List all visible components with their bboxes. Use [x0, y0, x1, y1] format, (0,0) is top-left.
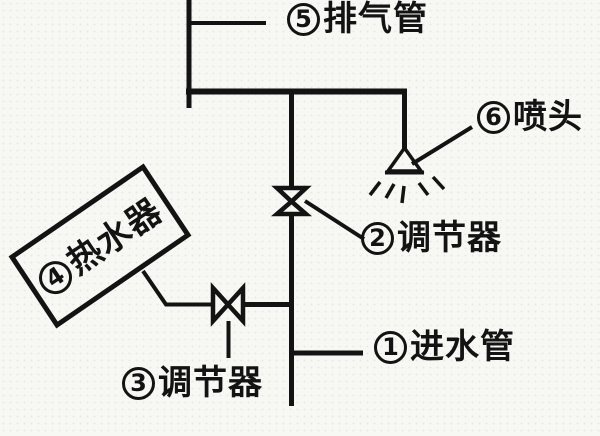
spray-dash-icon — [431, 175, 446, 191]
label-regulator-upper-text: 调节器 — [397, 218, 502, 258]
label-regulator-lower-text: 调节器 — [158, 363, 263, 403]
spray-dash-icon — [384, 183, 396, 199]
label-exhaust-pipe-text: 排气管 — [323, 0, 428, 39]
label-spray-head-text: 喷头 — [513, 97, 583, 137]
circled-number-1: 1 — [374, 330, 407, 364]
label-inlet-pipe-text: 进水管 — [410, 327, 515, 367]
regulator3-valve-icon — [224, 282, 246, 327]
label-spray-head: 6 喷头 — [477, 100, 583, 134]
spray-dash-icon — [400, 185, 406, 204]
circled-number-2: 2 — [361, 221, 394, 255]
heater-connector-pipe — [141, 269, 213, 307]
regulator2-pointer-line — [303, 199, 366, 241]
regulator2-valve-icon — [270, 198, 313, 217]
circled-number-5: 5 — [287, 2, 320, 36]
label-regulator-lower: 3 调节器 — [122, 366, 263, 400]
spray-head-pointer-line — [410, 125, 474, 166]
water-heater-box — [8, 163, 192, 329]
circled-number-6: 6 — [477, 100, 510, 134]
circled-number-3: 3 — [122, 366, 155, 400]
label-exhaust-pipe: 5 排气管 — [287, 2, 428, 36]
regulator2-valve-icon — [271, 185, 312, 205]
spray-dash-icon — [417, 181, 430, 197]
label-inlet-pipe: 1 进水管 — [374, 330, 515, 364]
regulator3-valve-icon — [210, 282, 232, 327]
label-regulator-upper: 2 调节器 — [361, 221, 502, 255]
spray-dash-icon — [368, 180, 382, 197]
